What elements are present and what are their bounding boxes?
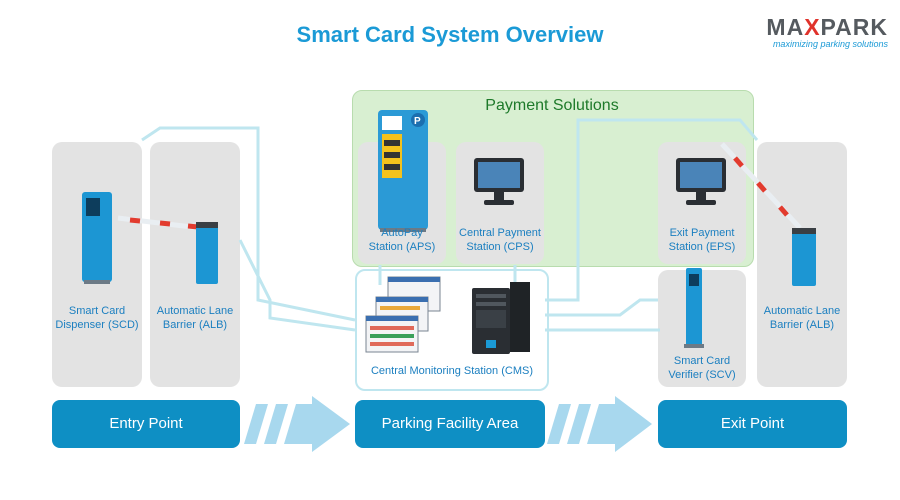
label-aps: AutoPay Station (APS) xyxy=(358,226,446,254)
label-alb-exit: Automatic Lane Barrier (ALB) xyxy=(757,304,847,332)
label-scd-line2: Dispenser (SCD) xyxy=(55,319,139,331)
payment-solutions-title: Payment Solutions xyxy=(485,97,619,114)
cms-server-icon xyxy=(472,282,530,354)
exit-barrier-icon xyxy=(720,142,816,286)
connector-lines xyxy=(141,118,759,332)
smart-card-dispenser-icon xyxy=(82,192,112,284)
entry-barrier-icon xyxy=(117,215,218,284)
label-cps-line2: Station (CPS) xyxy=(466,241,534,253)
label-alb-entry-line1: Automatic Lane xyxy=(156,305,234,317)
connector-entry-top xyxy=(141,126,356,322)
label-eps-line1: Exit Payment xyxy=(669,227,735,239)
label-cps: Central Payment Station (CPS) xyxy=(456,226,544,254)
logo-part-1: MA xyxy=(766,14,805,40)
label-cms: Central Monitoring Station (CMS) xyxy=(370,365,533,377)
svg-text:P: P xyxy=(414,116,421,127)
logo-tagline: maximizing parking solutions xyxy=(772,39,888,49)
smart-card-verifier-icon xyxy=(684,268,704,348)
label-alb-exit-line2: Barrier (ALB) xyxy=(769,319,835,331)
label-scv-line2: Verifier (SCV) xyxy=(668,369,736,381)
maxpark-logo: MAXPARK maximizing parking solutions xyxy=(760,14,888,49)
flow-arrow-entry-to-facility xyxy=(244,396,350,452)
connector-entry-barrier xyxy=(238,239,356,332)
entry-point-button[interactable]: Entry Point xyxy=(52,400,240,448)
flow-arrow-facility-to-exit xyxy=(547,396,652,452)
label-eps-line2: Station (EPS) xyxy=(668,241,736,253)
logo-part-2: PARK xyxy=(820,14,888,40)
central-payment-terminal-icon xyxy=(474,158,524,205)
label-scd: Smart Card Dispenser (SCD) xyxy=(52,304,142,332)
label-scv-line1: Smart Card xyxy=(673,355,731,367)
cms-monitor-screens-icon xyxy=(365,276,441,353)
label-alb-entry: Automatic Lane Barrier (ALB) xyxy=(150,304,240,332)
exit-point-button[interactable]: Exit Point xyxy=(658,400,847,448)
exit-payment-terminal-icon xyxy=(676,158,726,205)
label-alb-entry-line2: Barrier (ALB) xyxy=(162,319,228,331)
label-eps: Exit Payment Station (EPS) xyxy=(658,226,746,254)
connector-eps xyxy=(545,298,658,317)
card-alb-entry xyxy=(150,142,240,387)
parking-facility-area-button[interactable]: Parking Facility Area xyxy=(355,400,545,448)
label-scd-line1: Smart Card xyxy=(68,305,126,317)
logo-part-x: X xyxy=(804,14,821,40)
label-cps-line1: Central Payment xyxy=(459,227,541,239)
page-title: Smart Card System Overview xyxy=(296,22,604,47)
label-aps-line1: AutoPay xyxy=(381,227,423,239)
label-alb-exit-line1: Automatic Lane xyxy=(763,305,841,317)
connector-exit-top xyxy=(545,118,759,302)
logo-wordmark: MAXPARK xyxy=(760,14,888,41)
autopay-station-icon: P xyxy=(378,110,428,232)
label-scv: Smart Card Verifier (SCV) xyxy=(658,354,746,382)
label-aps-line2: Station (APS) xyxy=(368,241,436,253)
